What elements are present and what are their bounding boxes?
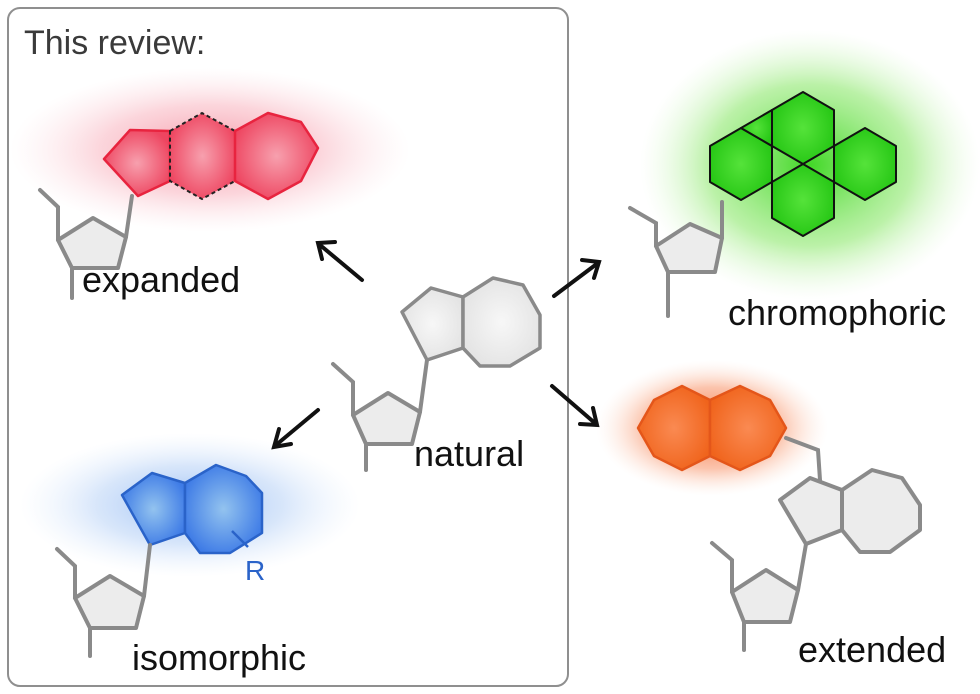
expanded-label: expanded <box>82 259 240 300</box>
extended-glycosidic-bond <box>796 542 808 592</box>
extended-ring-2 <box>708 384 788 472</box>
chromophoric-ring-4 <box>771 163 835 237</box>
extended-sugar-arm <box>710 541 734 594</box>
natural-sugar-arm <box>331 362 355 417</box>
isomorphic-sugar-ring <box>73 574 146 630</box>
chromophoric-ring-5 <box>740 109 773 147</box>
natural-sugar-ring <box>351 391 422 446</box>
panel-title: This review: <box>24 24 205 62</box>
natural-label: natural <box>414 433 524 474</box>
isomorphic-r-bond <box>231 530 249 548</box>
chromophoric-sugar-ring <box>654 222 724 274</box>
extended-ring-1 <box>636 384 712 472</box>
natural-nucleoside: natural <box>331 276 542 474</box>
isomorphic-hexagon <box>183 463 264 555</box>
expanded-analog: expanded <box>10 68 410 300</box>
isomorphic-sugar-arm <box>55 547 77 600</box>
substituent-r-label: R <box>245 555 265 586</box>
isomorphic-glycosidic-bond <box>142 543 152 598</box>
extended-analog: extended <box>596 360 946 670</box>
expanded-pentagon <box>102 128 172 198</box>
chromophoric-label: chromophoric <box>728 292 946 333</box>
extended-pentagon <box>778 476 844 546</box>
chromophoric-glow <box>640 30 980 300</box>
expanded-hexagon <box>233 111 320 201</box>
expanded-glycosidic-bond <box>124 194 134 239</box>
arrow-to-expanded <box>315 240 364 282</box>
chromophoric-analog: chromophoric <box>628 30 980 333</box>
extended-sugar-ring <box>730 568 800 624</box>
arrow-to-chromophoric <box>552 258 602 298</box>
isomorphic-label: isomorphic <box>132 637 306 678</box>
extended-hexagon <box>840 468 922 554</box>
isomorphic-analog: R isomorphic <box>20 433 360 678</box>
natural-hexagon <box>461 276 542 368</box>
extended-label: extended <box>798 629 946 670</box>
chromophoric-sugar-arm <box>628 206 658 248</box>
arrow-to-isomorphic <box>271 408 320 450</box>
expanded-sugar-arm <box>38 188 60 242</box>
natural-glycosidic-bond <box>418 358 429 414</box>
expanded-sugar-ring <box>56 216 128 270</box>
expanded-middle-ring <box>169 111 236 201</box>
